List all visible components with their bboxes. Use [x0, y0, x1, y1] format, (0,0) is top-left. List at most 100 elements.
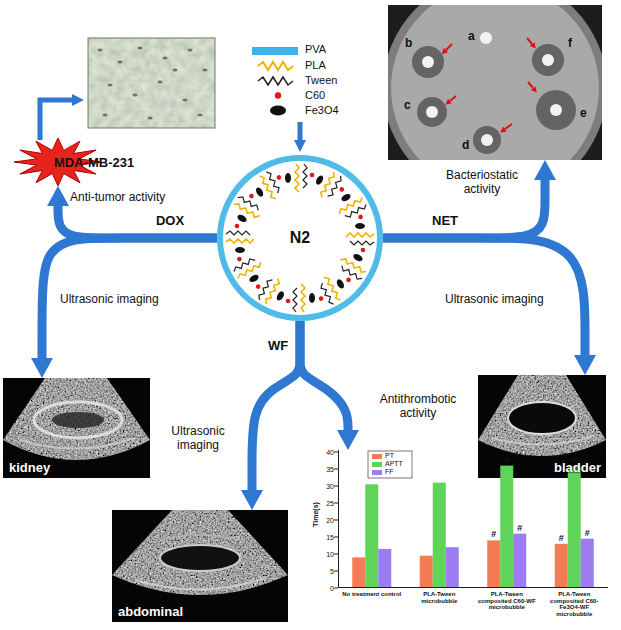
label-slot: PLA-Tween composited C60-WF microbubble: [474, 591, 540, 611]
cell-micrograph: [102, 113, 108, 117]
legend-text: C60: [305, 89, 325, 102]
agar-plate: abcdef: [388, 5, 602, 160]
legend-swatch: [372, 462, 382, 467]
annotation-text: PLA-Tween composited C60-WF microbubble: [474, 591, 540, 611]
bar-chart: [433, 483, 446, 588]
kidney-ultrasound: [3, 378, 150, 478]
label-slot: 25: [316, 499, 334, 508]
bar-chart: [420, 556, 433, 588]
abdominal-ultrasound: [112, 510, 288, 622]
label-slot: PLA-Tween microbubble: [406, 591, 472, 604]
flow-arrow: [383, 238, 585, 355]
legend-sample: [258, 62, 293, 116]
annotation-text: WF: [262, 338, 294, 353]
legend-text: PLA: [305, 59, 326, 72]
cell-micrograph: [197, 113, 203, 117]
bladder-ultrasound: [478, 375, 606, 478]
agar-plate-photo: [388, 5, 602, 160]
annotation-text: #: [514, 523, 526, 533]
label-slot: Ultrasonic imaging: [445, 292, 570, 306]
legend-sample: [258, 77, 293, 85]
microbubble: [220, 158, 380, 318]
label-slot: 40: [316, 448, 334, 457]
label-slot: 10: [316, 550, 334, 559]
legend-text: APTT: [385, 460, 403, 468]
annotation-text: #: [488, 529, 500, 539]
annotation-text: #: [568, 455, 580, 465]
label-slot: #: [555, 533, 567, 543]
abdominal-ultrasound: [112, 510, 288, 622]
agar-plate-photo: [417, 97, 447, 127]
flow-arrow: [252, 321, 300, 490]
bar-chart: [365, 484, 378, 588]
microbubble: [346, 223, 374, 252]
label-slot: 0: [316, 584, 334, 593]
legend-swatch: [252, 47, 298, 55]
annotation-text: Bacteriostatic activity: [432, 168, 532, 196]
abdominal-ultrasound: [135, 578, 265, 590]
cell-micrograph: [172, 68, 178, 72]
target-burst: MDA-MB-231: [14, 138, 166, 186]
label-slot: NET: [420, 213, 470, 228]
annotation-text: 15: [316, 533, 334, 542]
label-slot: WF: [262, 338, 294, 353]
agar-plate-photo: [426, 106, 438, 118]
image-caption: bladder: [554, 460, 601, 475]
pointer-arrow: [40, 100, 72, 140]
pointer-arrow: [40, 100, 300, 140]
bar-chart: [581, 539, 594, 588]
sample-letter: b: [405, 36, 412, 50]
agar-plate-photo: [446, 44, 452, 50]
legend-text: Tween: [305, 74, 337, 87]
bar-chart: [555, 544, 568, 588]
bar-chart: [513, 534, 526, 588]
bar-chart: [500, 466, 513, 588]
label-slot: Ultrasonic imaging: [156, 424, 240, 452]
annotation-text: 25: [316, 499, 334, 508]
agar-plate-photo: [391, 5, 599, 160]
legend-swatch: [372, 454, 382, 459]
label-slot: #: [514, 523, 526, 533]
image-caption: abdominal: [118, 604, 183, 619]
bar-chart: [487, 540, 500, 588]
microbubble: [332, 188, 371, 227]
agar-plate-photo: [481, 134, 493, 146]
kidney-ultrasound: [20, 438, 135, 449]
bladder-ultrasound: [492, 436, 594, 445]
flow-arrow: [42, 238, 217, 358]
label-slot: 20: [316, 516, 334, 525]
microbubble: [229, 249, 268, 288]
abdominal-ultrasound: [112, 510, 288, 622]
sample-letter: d: [462, 138, 469, 152]
agar-plate-photo: [412, 44, 576, 154]
bar-chart: [446, 547, 459, 588]
ultrasound-image: abdominal: [112, 510, 288, 622]
agar-plate-photo: [536, 90, 576, 130]
agar-plate-photo: [446, 38, 533, 129]
legend-sample: [258, 62, 293, 70]
microbubble: [220, 158, 380, 318]
abdominal-ultrasound: [160, 545, 240, 571]
kidney-ultrasound: [52, 412, 104, 428]
legend-entry: APTT: [385, 460, 403, 468]
sample-letter: e: [580, 106, 587, 120]
legend-entry: C60: [305, 89, 325, 102]
agar-plate-photo: [542, 54, 554, 66]
legend-entry: PT: [385, 452, 394, 460]
kidney-ultrasound: [3, 378, 150, 478]
annotation-text: 0: [316, 584, 334, 593]
kidney-ultrasound: [3, 378, 150, 478]
agar-plate-photo: [532, 44, 564, 76]
label-slot: No treatment control: [339, 591, 405, 598]
legend-text: PT: [385, 452, 394, 460]
annotation-text: #: [501, 455, 513, 465]
label-slot: DOX: [145, 213, 195, 228]
annotation-text: 10: [316, 550, 334, 559]
cell-micrograph: [97, 48, 103, 52]
microbubble: [250, 167, 289, 206]
label-slot: #: [488, 529, 500, 539]
label-slot: 35: [316, 465, 334, 474]
annotation-text: 35: [316, 465, 334, 474]
